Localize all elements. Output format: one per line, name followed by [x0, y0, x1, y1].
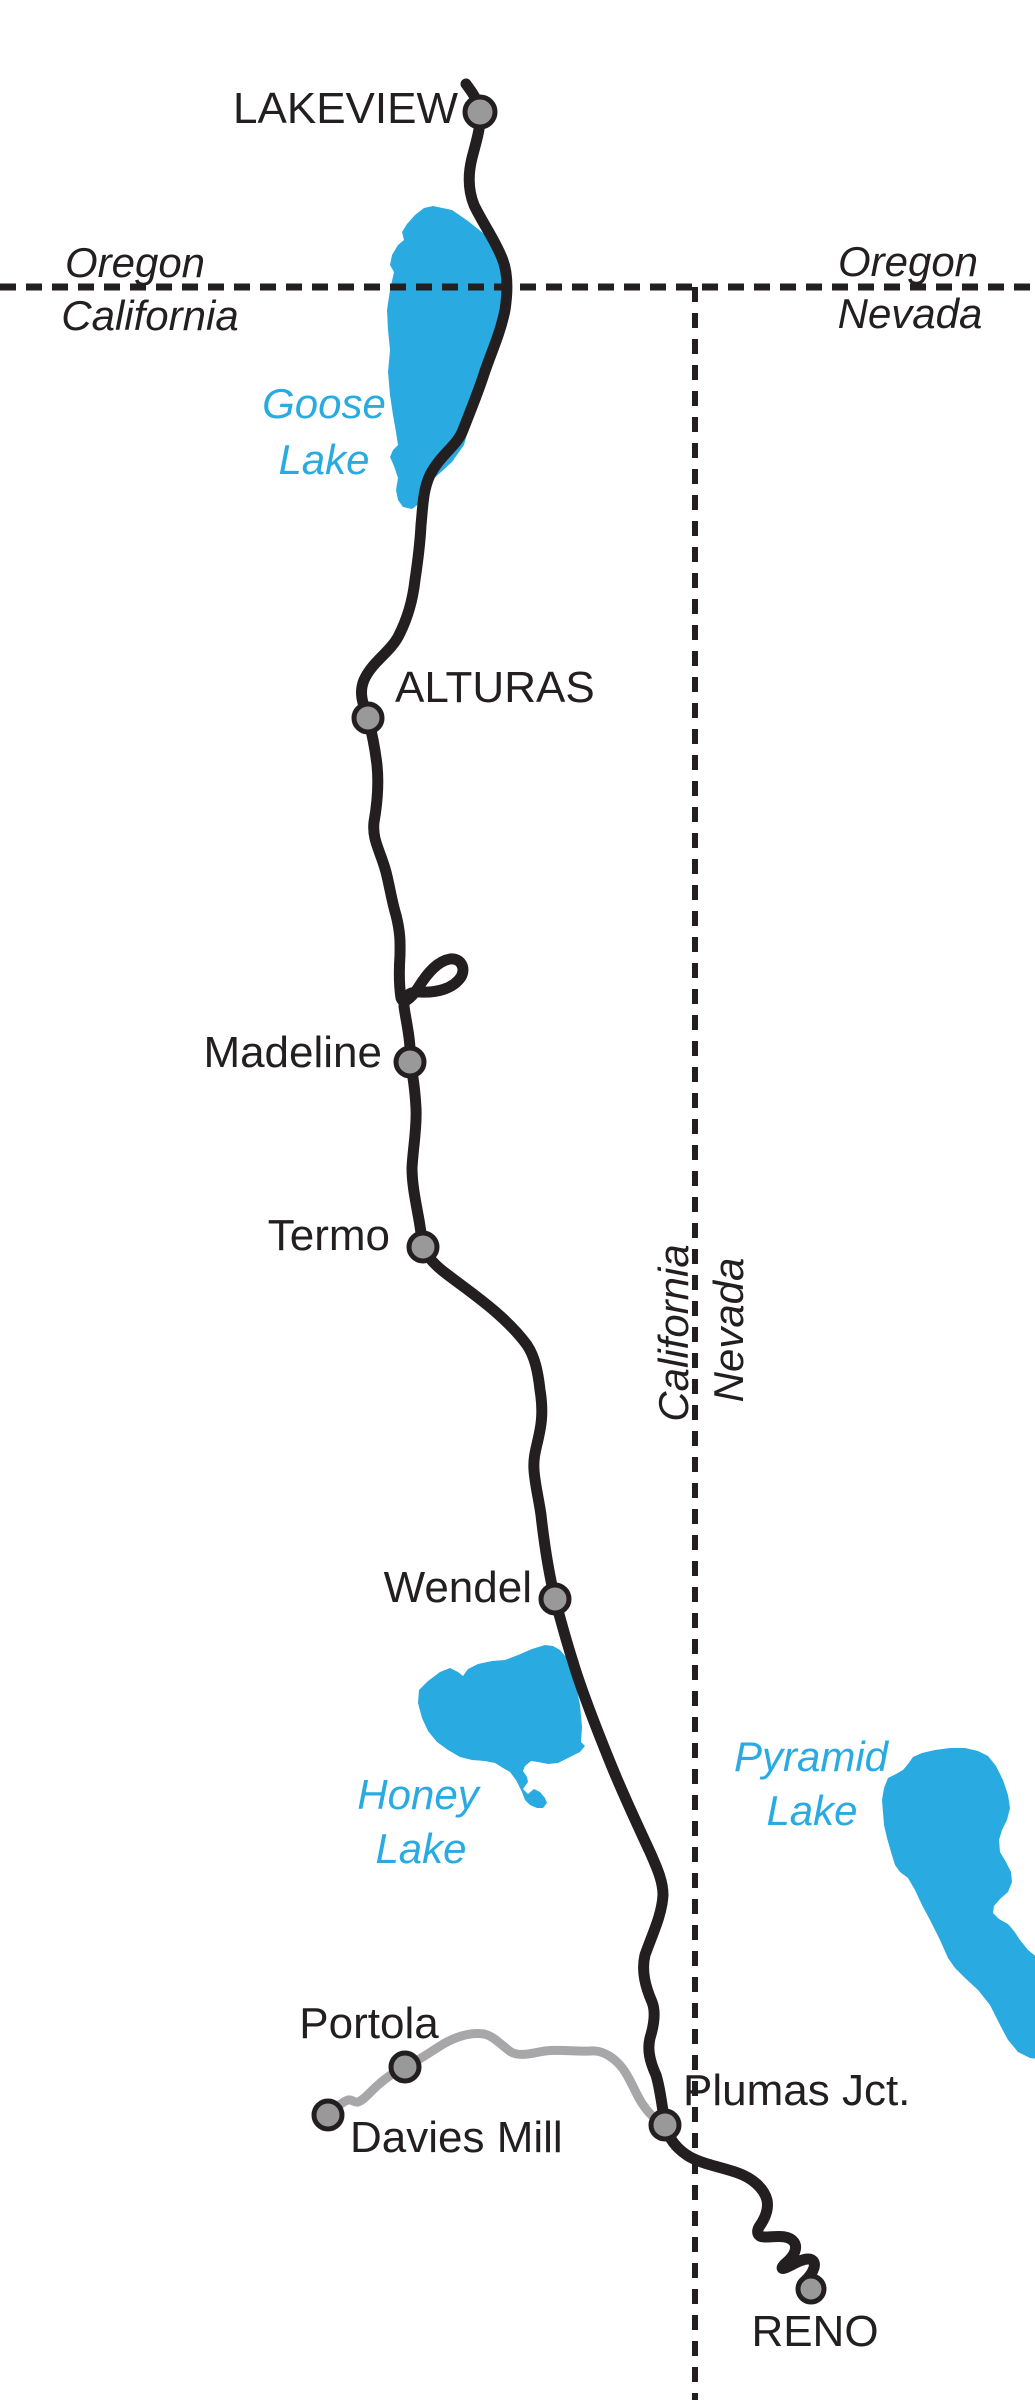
station-dot-portola	[388, 2050, 422, 2084]
station-label-lakeview: LAKEVIEW	[233, 84, 458, 133]
main-rail-line	[355, 78, 820, 2295]
station-label-reno: RENO	[751, 2307, 878, 2356]
honey-lake-shape	[418, 1645, 585, 1808]
station-dot-madeline	[393, 1045, 427, 1079]
station-dot-reno	[795, 2273, 827, 2305]
station-dot-plumas-jct	[648, 2108, 682, 2142]
honey-lake-label-line1: Honey	[357, 1771, 481, 1818]
station-dot-alturas	[351, 701, 385, 735]
goose-lake-label-line1: Goose	[262, 380, 386, 427]
state-label-california-vertical: California	[650, 1244, 697, 1421]
station-label-termo: Termo	[268, 1211, 390, 1260]
station-label-davies-mill: Davies Mill	[350, 2113, 563, 2162]
honey-lake-label-line2: Lake	[375, 1825, 466, 1872]
goose-lake-shape	[387, 206, 507, 509]
pyramid-lake-shape	[882, 1748, 1035, 2059]
station-dot-davies-mill	[311, 2098, 345, 2132]
state-label-california-west: California	[61, 292, 238, 339]
state-label-nevada-east: Nevada	[838, 290, 983, 337]
state-label-oregon-east: Oregon	[838, 238, 978, 285]
station-dot-wendel	[538, 1582, 572, 1616]
pyramid-lake-label-line1: Pyramid	[734, 1733, 890, 1780]
branch-rail-line	[323, 2029, 670, 2130]
goose-lake-label-line2: Lake	[278, 436, 369, 483]
state-label-oregon-west: Oregon	[65, 239, 205, 286]
station-label-plumas-jct: Plumas Jct.	[683, 2066, 910, 2115]
state-label-nevada-vertical: Nevada	[705, 1258, 752, 1403]
station-label-wendel: Wendel	[384, 1563, 532, 1612]
station-dot-lakeview	[462, 94, 498, 130]
station-label-alturas: ALTURAS	[395, 663, 595, 712]
pyramid-lake-label-line2: Lake	[766, 1787, 857, 1834]
station-label-madeline: Madeline	[203, 1028, 382, 1077]
station-label-portola: Portola	[299, 1999, 439, 2048]
station-dot-termo	[406, 1230, 440, 1264]
